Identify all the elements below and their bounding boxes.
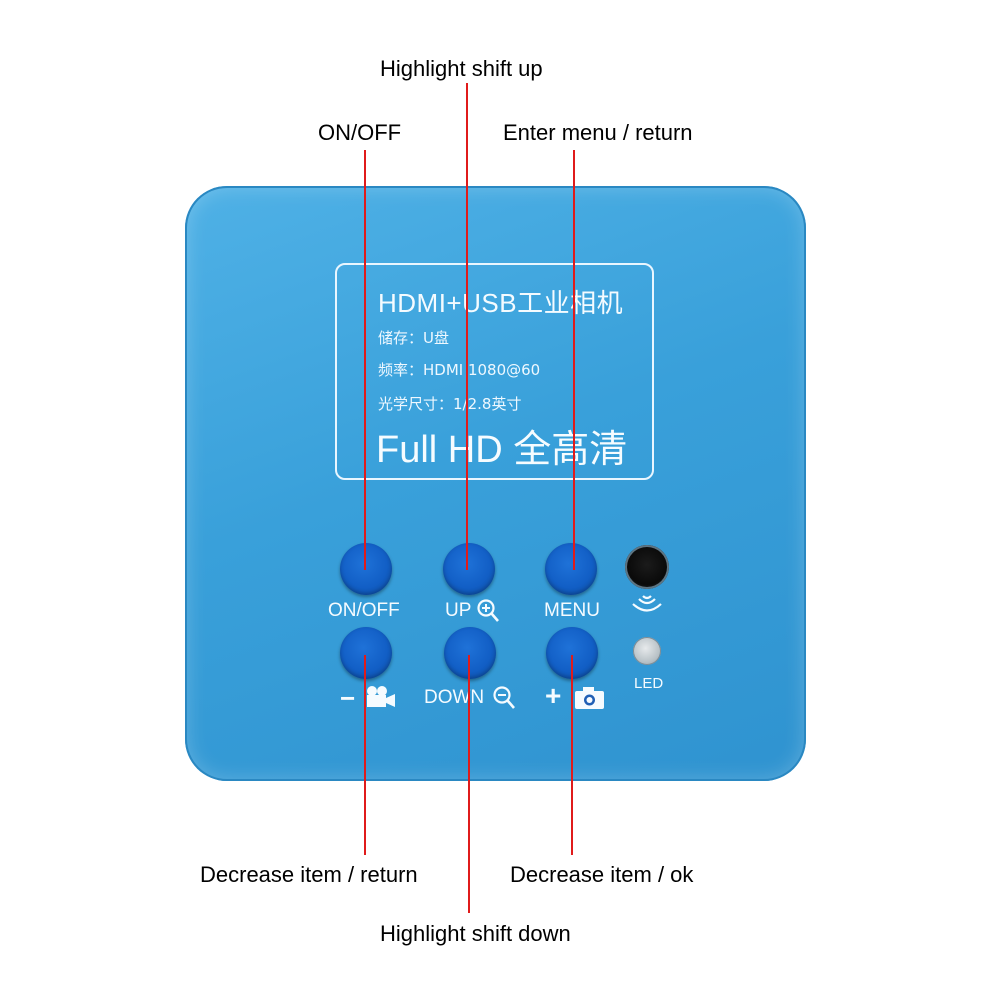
callout-on-off: ON/OFF <box>318 120 402 145</box>
minus-label: − <box>340 683 356 713</box>
callout-highlight-shift-down: Highlight shift down <box>380 921 571 946</box>
on-off-button[interactable] <box>340 543 392 595</box>
leader-decrease-ok <box>571 655 573 855</box>
panel-sensor-size: 光学尺寸：1/2.8英寸 <box>378 395 522 413</box>
panel-full-hd: Full HD 全高清 <box>376 429 628 471</box>
panel-storage: 储存：U盘 <box>378 329 449 347</box>
menu-button[interactable] <box>545 543 597 595</box>
zoom-out-icon <box>493 686 515 709</box>
ir-sensor <box>625 545 669 589</box>
leader-decrease-return <box>364 655 366 855</box>
callout-highlight-shift-up: Highlight shift up <box>380 56 543 81</box>
on-off-label: ON/OFF <box>328 600 400 621</box>
menu-label: MENU <box>544 600 600 621</box>
led-label: LED <box>634 675 664 692</box>
photo-camera-icon <box>575 687 604 709</box>
camera-body <box>185 186 806 781</box>
leader-enter-menu <box>573 150 575 570</box>
panel-frequency: 频率：HDMI 1080@60 <box>378 361 541 379</box>
callout-decrease-ok: Decrease item / ok <box>510 862 694 887</box>
zoom-in-icon <box>477 599 499 622</box>
panel-title: HDMI+USB工业相机 <box>378 288 624 318</box>
down-button[interactable] <box>444 627 496 679</box>
up-button[interactable] <box>443 543 495 595</box>
led-indicator <box>633 637 661 665</box>
down-label: DOWN <box>424 687 485 708</box>
wireless-signal-icon <box>632 595 662 612</box>
callout-enter-menu: Enter menu / return <box>503 120 693 145</box>
leader-highlight-shift-up <box>466 83 468 570</box>
display-panel <box>335 263 654 480</box>
callout-decrease-return: Decrease item / return <box>200 862 418 887</box>
leader-highlight-shift-down <box>468 655 470 913</box>
leader-on-off <box>364 150 366 570</box>
up-label: UP <box>445 600 472 621</box>
plus-label: + <box>545 680 562 711</box>
minus-button[interactable] <box>340 627 392 679</box>
video-camera-icon <box>367 686 395 707</box>
